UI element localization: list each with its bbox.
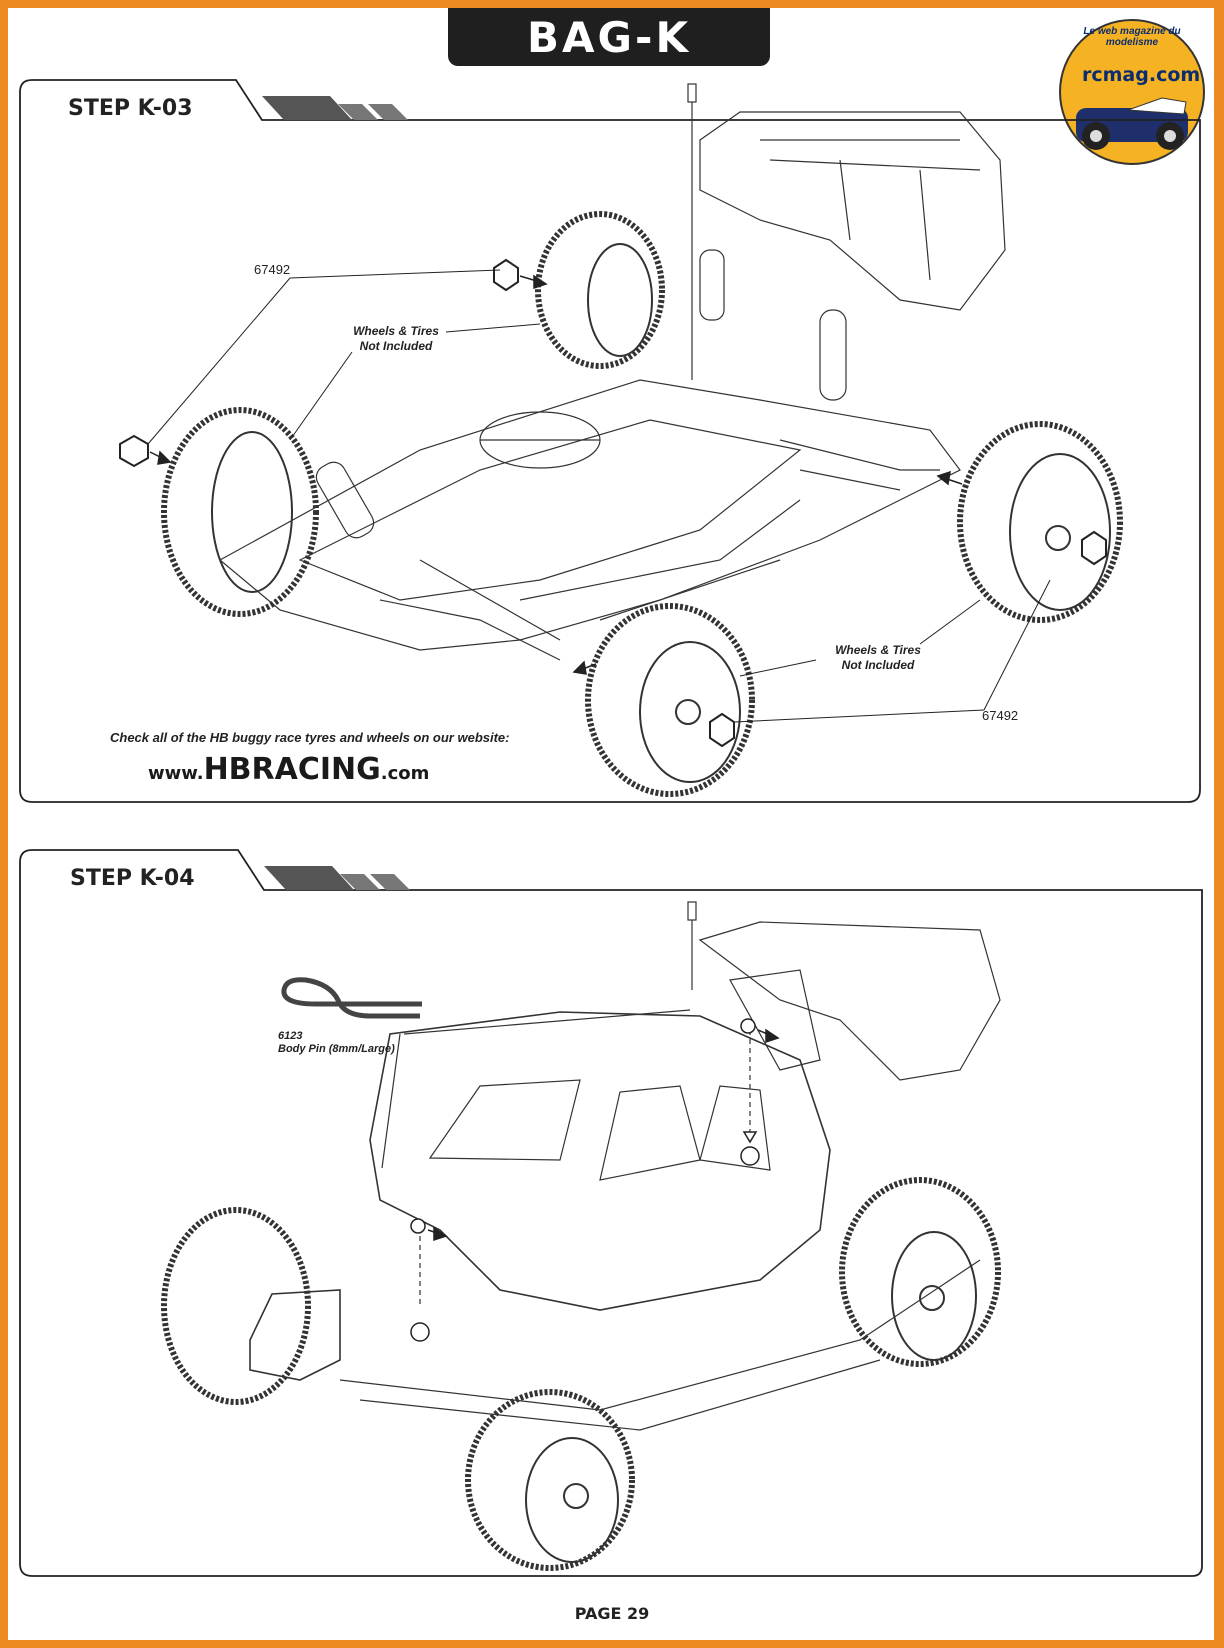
step-k03-stripe-3 (368, 104, 408, 120)
step-k03-front-right-tyre (585, 603, 755, 797)
step-k03-rear-right-tyre (957, 421, 1123, 623)
step-k03-wheel-nuts (119, 258, 1107, 748)
step-k04-stripe-2 (340, 874, 380, 890)
step-k04-front-left-tyre (161, 1207, 311, 1405)
rcmag-logo-icon (1059, 19, 1205, 165)
body-pin-markers (410, 1018, 760, 1342)
step-k03-title: STEP K-03 (68, 96, 193, 121)
step-k04-stripe-1 (264, 866, 354, 890)
page-number: PAGE 29 (574, 1604, 650, 1623)
step-k03-buggy-drawing (218, 83, 1006, 661)
step-k03-arrows (149, 274, 963, 675)
step-k04-rear-right-tyre (839, 1177, 1001, 1367)
step-k03-stripe-1 (262, 96, 352, 120)
wheels-note-top-line2: Not Included (359, 339, 433, 353)
wheels-note-bottom-line2: Not Included (841, 658, 915, 672)
website-prefix: www. (148, 763, 204, 784)
logo-name: rcmag.com (1082, 64, 1201, 86)
wheels-note-bottom-line1: Wheels & Tires (835, 643, 921, 657)
step-k03-stripe-2 (338, 104, 378, 120)
wheels-note-bottom: Wheels & Tires Not Included (828, 643, 928, 673)
body-pin-icon (281, 977, 422, 1019)
bag-header-tab: BAG-K (448, 8, 770, 66)
step-k03-rear-left-tyre (535, 211, 665, 369)
step-k04-front-right-tyre (465, 1389, 635, 1571)
website-brand: HBRACING (203, 752, 381, 787)
website-link[interactable]: www.HBRACING.com (148, 752, 429, 787)
step-k04-arrows (427, 1028, 780, 1242)
website-note: Check all of the HB buggy race tyres and… (110, 730, 510, 745)
part-number-right: 67492 (982, 708, 1019, 723)
part-number-left: 67492 (254, 262, 291, 277)
step-k04-panel-border (19, 849, 1203, 1577)
body-pin-part-number: 6123 (278, 1030, 303, 1042)
step-k04-buggy-drawing (249, 901, 1001, 1431)
step-k03-leader-lines (147, 269, 1051, 723)
logo-tagline: Le web magazine du modelisme (1083, 26, 1181, 48)
wheels-note-top: Wheels & Tires Not Included (346, 324, 446, 354)
step-k04-title: STEP K-04 (70, 866, 195, 891)
wheels-note-top-line1: Wheels & Tires (353, 324, 439, 338)
step-k04-stripe-3 (370, 874, 410, 890)
step-k03-panel-border (19, 79, 1201, 803)
bag-title: BAG-K (527, 12, 691, 62)
website-suffix: .com (380, 763, 430, 784)
step-k03-front-left-tyre (161, 407, 319, 617)
body-pin-part-name: Body Pin (8mm/Large) (278, 1043, 395, 1055)
